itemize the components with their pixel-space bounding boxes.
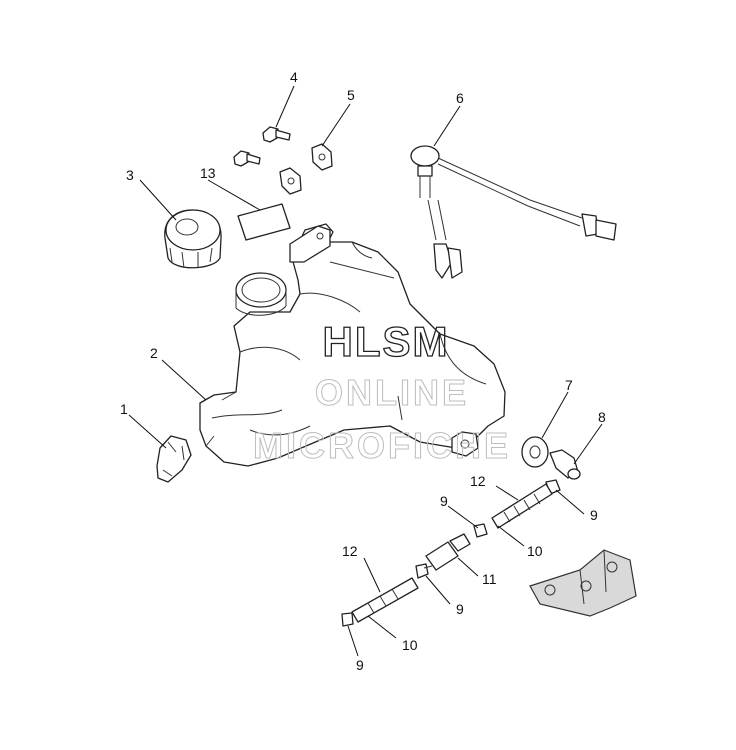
part-5-nuts <box>279 143 333 195</box>
callout-3: 3 <box>126 167 134 183</box>
callout-5: 5 <box>347 87 355 103</box>
callout-1: 1 <box>120 401 128 417</box>
callout-10-b: 10 <box>402 637 418 653</box>
callout-9-c: 9 <box>456 601 464 617</box>
callout-6: 6 <box>456 90 464 106</box>
callout-4: 4 <box>290 69 298 85</box>
callout-9-d: 9 <box>356 657 364 673</box>
callout-9-a: 9 <box>440 493 448 509</box>
part-6-fuel-sender <box>410 145 617 279</box>
mounting-bracket <box>529 549 637 617</box>
part-10-12-upper-hose <box>491 483 553 529</box>
part-8-elbow-fitting <box>549 449 581 480</box>
callout-12-b: 12 <box>342 543 358 559</box>
watermark-online: ONLINE <box>315 372 469 413</box>
callout-12-a: 12 <box>470 473 486 489</box>
callout-2: 2 <box>150 345 158 361</box>
part-2-fuel-tank <box>199 223 506 467</box>
callout-13: 13 <box>200 165 216 181</box>
callout-11: 11 <box>482 571 497 587</box>
callout-8: 8 <box>598 409 606 425</box>
part-10-12-lower-hose <box>351 577 419 623</box>
part-1-strap <box>156 435 192 483</box>
leader-lines <box>128 85 603 657</box>
watermark-microfiche: MICROFICHE <box>253 425 511 466</box>
part-7-grommet <box>521 436 549 468</box>
part-13-decal <box>237 203 291 241</box>
callout-9-b: 9 <box>590 507 598 523</box>
callout-10-a: 10 <box>527 543 543 559</box>
part-3-fuel-cap <box>164 209 222 269</box>
callout-labels: 1 2 3 4 5 6 7 8 9 9 9 9 10 10 11 12 12 1… <box>120 69 606 673</box>
part-11-fuel-filter <box>423 533 471 571</box>
callout-7: 7 <box>565 377 573 393</box>
part-4-screws <box>233 126 291 167</box>
watermark: HLSM ONLINE MICROFICHE <box>253 317 511 466</box>
watermark-hlsm: HLSM <box>323 318 450 365</box>
